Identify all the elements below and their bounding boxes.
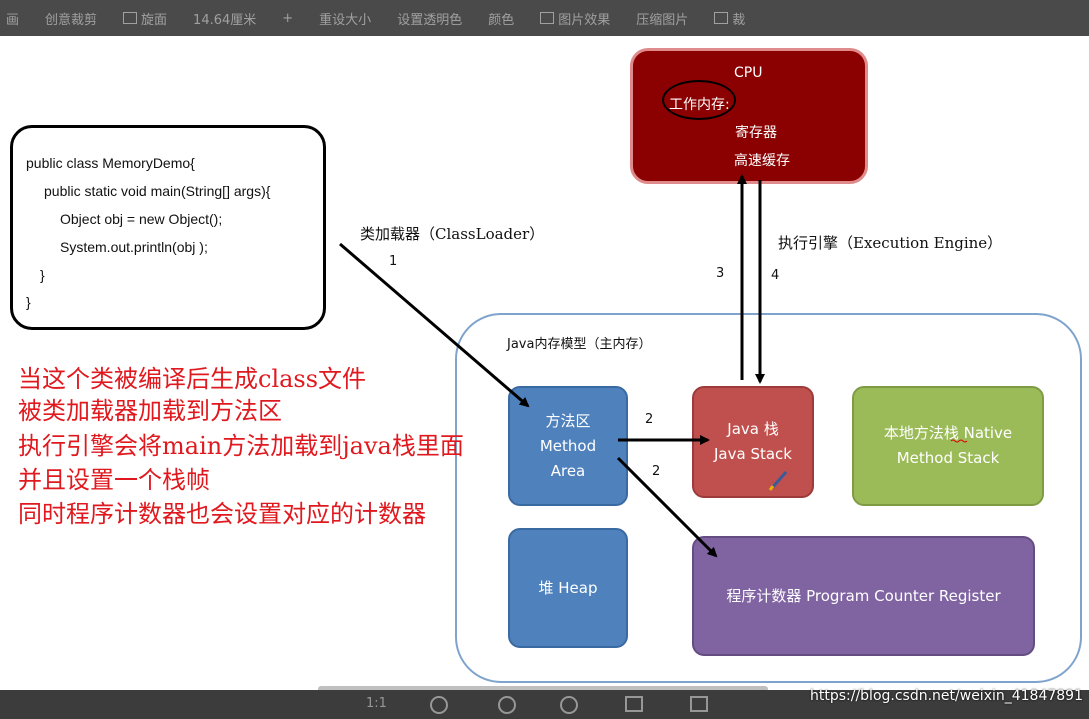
toolbar-item-width[interactable]: 14.64厘米 (193, 12, 257, 28)
top-toolbar: 画 创意裁剪 旋面 14.64厘米 + 重设大小 设置透明色 颜色 图片效果 压… (0, 0, 1089, 36)
toolbar-item-rotate[interactable]: 旋面 (123, 9, 167, 28)
spelling-underline (950, 439, 968, 443)
jmm-title: Java内存模型（主内存） (507, 337, 652, 352)
arrow-num-4: 4 (771, 268, 780, 283)
cpu-title: CPU (734, 65, 763, 81)
bottom-toolbar: 1:1 (0, 690, 1089, 719)
effects-icon (540, 12, 555, 24)
method-area-label-en2: Area (550, 461, 586, 480)
toolbar-item-effects-label: 图片效果 (558, 12, 611, 28)
rotate-view-icon[interactable] (560, 696, 578, 714)
toolbar-item-crop-label: 裁 (732, 12, 746, 28)
zoom-out-icon[interactable] (498, 696, 516, 714)
cpu-cache: 高速缓存 (734, 153, 790, 169)
cpu-register: 寄存器 (735, 125, 777, 141)
toolbar-item-resize[interactable]: 重设大小 (319, 12, 372, 28)
code-line-main: public static void main(String[] args){ (44, 183, 271, 199)
cpu-box: CPU 工作内存: 寄存器 高速缓存 (630, 48, 868, 184)
java-stack-label-cn: Java 栈 (727, 420, 779, 438)
note-line-4: 并且设置一个栈帧 (18, 466, 210, 494)
note-line-5: 同时程序计数器也会设置对应的计数器 (18, 500, 426, 528)
fit-view-icon[interactable] (625, 696, 643, 712)
program-counter-label: 程序计数器 Program Counter Register (726, 586, 1001, 605)
zoom-label[interactable]: 1:1 (366, 696, 387, 711)
arrow-method-to-pc (616, 456, 718, 558)
note-line-1: 当这个类被编译后生成class文件 (18, 365, 367, 393)
arrow-num-3: 3 (716, 266, 725, 281)
toolbar-item-plus[interactable]: + (282, 10, 294, 26)
native-stack-label-2: Method Stack (896, 449, 1000, 467)
classloader-num: 1 (389, 254, 398, 269)
execution-engine-label: 执行引擎（Execution Engine） (778, 234, 1003, 252)
pencil-icon (770, 471, 788, 489)
code-line-close-method: } (40, 267, 45, 283)
method-area-label-cn: 方法区 (545, 411, 591, 430)
java-stack-block: Java 栈 Java Stack (692, 386, 814, 498)
watermark-url: https://blog.csdn.net/weixin_41847891 (809, 688, 1083, 704)
toolbar-item-rotate-label: 旋面 (141, 12, 168, 28)
native-stack-label-1: 本地方法栈 Native (883, 424, 1013, 442)
toolbar-item-compress[interactable]: 压缩图片 (636, 12, 689, 28)
code-line-class: public class MemoryDemo{ (26, 155, 195, 171)
arrow-num-2b: 2 (652, 464, 661, 479)
toolbar-item-crop[interactable]: 裁 (714, 9, 745, 28)
classloader-label: 类加载器（ClassLoader） (360, 225, 545, 243)
code-line-println: System.out.println(obj ); (60, 239, 208, 255)
horizontal-scrollbar[interactable] (318, 686, 768, 692)
toolbar-item-creative-crop[interactable]: 创意裁剪 (45, 12, 98, 28)
arrow-num-2a: 2 (645, 412, 654, 427)
pencil-tip-icon (768, 485, 775, 491)
crop-icon (714, 12, 729, 24)
note-line-3: 执行引擎会将main方法加载到java栈里面 (18, 432, 464, 460)
save-icon[interactable] (690, 696, 708, 712)
native-method-stack-block: 本地方法栈 Native Method Stack (852, 386, 1044, 506)
program-counter-block: 程序计数器 Program Counter Register (692, 536, 1035, 656)
note-line-2: 被类加载器加载到方法区 (18, 397, 282, 425)
code-line-object: Object obj = new Object(); (60, 211, 223, 227)
zoom-in-icon[interactable] (430, 696, 448, 714)
code-line-close-class: } (26, 294, 31, 310)
code-box (10, 125, 326, 330)
heap-block: 堆 Heap (508, 528, 628, 648)
toolbar-item-draw[interactable]: 画 (6, 12, 20, 28)
work-memory-highlight-ellipse (662, 80, 736, 120)
toolbar-item-transparent[interactable]: 设置透明色 (397, 12, 463, 28)
heap-label: 堆 Heap (538, 578, 598, 597)
toolbar-item-color[interactable]: 颜色 (488, 12, 515, 28)
arrow-classloader (339, 242, 530, 408)
toolbar-item-effects[interactable]: 图片效果 (540, 9, 610, 28)
rotate-icon (123, 12, 138, 24)
method-area-label-en1: Method (539, 436, 597, 455)
java-stack-label-en: Java Stack (714, 445, 792, 463)
